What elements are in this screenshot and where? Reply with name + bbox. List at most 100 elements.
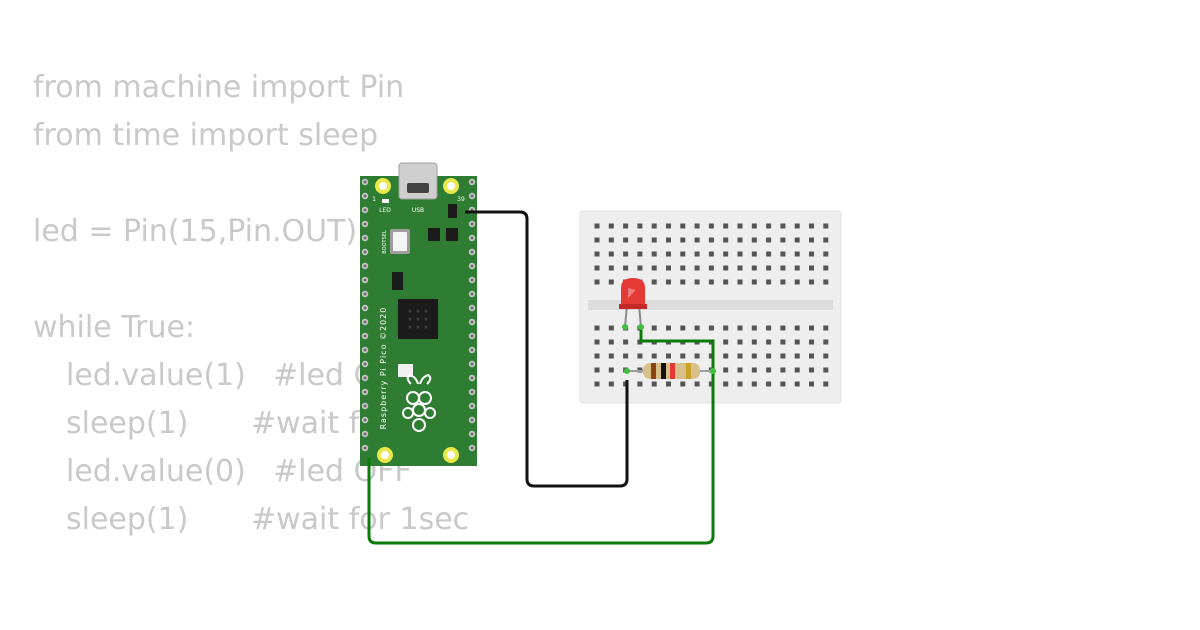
breadboard-hole xyxy=(708,381,714,387)
breadboard-hole xyxy=(751,279,757,285)
code-line: led = Pin(15,Pin.OUT) xyxy=(33,214,358,249)
chip-dot xyxy=(416,317,420,321)
breadboard-hole xyxy=(651,279,657,285)
breadboard-hole xyxy=(594,381,600,387)
chip-dot xyxy=(408,325,412,329)
mounting-hole xyxy=(381,451,389,459)
pico-pin-hole xyxy=(470,278,474,282)
pico-pin-hole xyxy=(363,404,367,408)
board-name: Raspberry Pi Pico ©2020 xyxy=(379,307,388,430)
breadboard-hole xyxy=(608,381,614,387)
breadboard-hole xyxy=(651,265,657,271)
breadboard-hole xyxy=(766,353,772,359)
breadboard-hole xyxy=(737,223,743,229)
breadboard-hole xyxy=(823,251,829,257)
pico-pin-hole xyxy=(470,292,474,296)
breadboard-hole xyxy=(737,325,743,331)
breadboard-hole xyxy=(809,353,814,359)
breadboard-hole xyxy=(723,367,729,373)
breadboard-hole xyxy=(723,339,729,345)
breadboard-hole xyxy=(623,265,629,271)
code-line: sleep(1) xyxy=(66,406,189,441)
breadboard-hole xyxy=(794,279,800,285)
breadboard-hole xyxy=(809,381,814,387)
breadboard-hole xyxy=(666,265,671,271)
chip xyxy=(446,228,458,241)
breadboard-hole xyxy=(737,279,743,285)
breadboard-hole xyxy=(637,353,643,359)
breadboard-hole xyxy=(666,223,671,229)
breadboard-hole xyxy=(608,353,614,359)
breadboard-hole xyxy=(809,251,814,257)
pico-pin-hole xyxy=(363,250,367,254)
pico-pin-hole xyxy=(363,222,367,226)
breadboard-hole xyxy=(708,325,714,331)
onboard-led xyxy=(382,199,389,203)
breadboard-hole xyxy=(608,279,614,285)
breadboard-hole xyxy=(651,381,657,387)
resistor[interactable] xyxy=(624,363,716,379)
breadboard-hole xyxy=(608,237,614,243)
breadboard-hole xyxy=(680,325,686,331)
breadboard-hole xyxy=(723,279,729,285)
breadboard-hole xyxy=(637,251,643,257)
breadboard-hole xyxy=(594,279,600,285)
code-line: from time import sleep xyxy=(33,118,379,153)
breadboard-hole xyxy=(823,223,829,229)
breadboard-hole xyxy=(680,223,686,229)
breadboard-hole xyxy=(823,265,829,271)
pico-pin-hole xyxy=(363,418,367,422)
pico-pin-hole xyxy=(363,278,367,282)
breadboard-hole xyxy=(608,325,614,331)
chip-dot xyxy=(424,317,428,321)
breadboard-hole xyxy=(594,325,600,331)
led-label: LED xyxy=(379,207,391,214)
led-pin xyxy=(638,324,644,330)
breadboard-hole xyxy=(794,251,800,257)
mounting-hole xyxy=(379,182,387,190)
breadboard-hole xyxy=(809,367,814,373)
led-to-resistor-wire[interactable] xyxy=(639,327,715,372)
breadboard-hole xyxy=(823,237,829,243)
breadboard-hole xyxy=(723,381,729,387)
breadboard[interactable] xyxy=(579,210,842,404)
breadboard-hole xyxy=(694,265,700,271)
breadboard-hole xyxy=(823,381,829,387)
signal-wire[interactable] xyxy=(367,372,715,545)
gnd-wire[interactable] xyxy=(465,210,629,488)
breadboard-hole xyxy=(751,251,757,257)
pico-pin-hole xyxy=(363,320,367,324)
chip-dot xyxy=(416,309,420,313)
breadboard-hole xyxy=(680,353,686,359)
breadboard-hole xyxy=(794,223,800,229)
breadboard-hole xyxy=(694,251,700,257)
breadboard-hole xyxy=(723,353,729,359)
chip xyxy=(448,204,457,218)
breadboard-hole xyxy=(594,251,600,257)
breadboard-hole xyxy=(708,265,714,271)
breadboard-hole xyxy=(794,353,800,359)
breadboard-hole xyxy=(780,279,786,285)
pico-pin-hole xyxy=(363,390,367,394)
pico-pin-hole xyxy=(470,432,474,436)
breadboard-hole xyxy=(608,367,614,373)
breadboard-hole xyxy=(823,325,829,331)
breadboard-hole xyxy=(623,223,629,229)
pin39-label: 39 xyxy=(457,196,465,203)
breadboard-hole xyxy=(708,353,714,359)
pico-pin-hole xyxy=(470,194,474,198)
breadboard-hole xyxy=(737,381,743,387)
chip-dot xyxy=(408,309,412,313)
breadboard-hole xyxy=(766,265,772,271)
breadboard-hole xyxy=(723,265,729,271)
breadboard-hole xyxy=(780,353,786,359)
raspberry-pi-pico[interactable]: USB LED 1 39 BOOTSEL Raspberry Pi Pico ©… xyxy=(360,162,477,466)
breadboard-hole xyxy=(794,339,800,345)
breadboard-hole xyxy=(651,223,657,229)
red-led[interactable] xyxy=(619,278,647,330)
breadboard-hole xyxy=(680,381,686,387)
breadboard-hole xyxy=(794,237,800,243)
code-line: from machine import Pin xyxy=(33,70,405,105)
breadboard-hole xyxy=(766,279,772,285)
